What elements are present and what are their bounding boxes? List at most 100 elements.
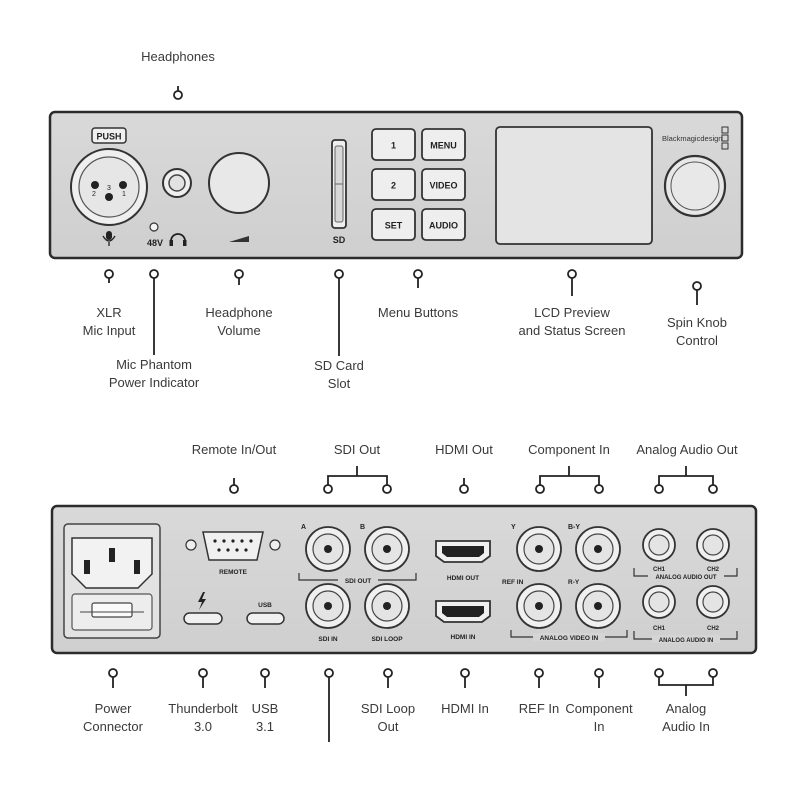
analog-audio-in-label: ANALOG AUDIO IN: [659, 638, 713, 644]
rear-callout-markers: [108, 466, 718, 742]
front-callout-markers: [104, 86, 702, 356]
callout-hdmi-in: HDMI In: [441, 701, 489, 716]
button-2[interactable]: 2: [371, 168, 416, 201]
callout-component-in-bottom: Component In: [554, 700, 644, 736]
audio-in-ch1-label: CH1: [653, 626, 666, 632]
callout-remote: Remote In/Out: [191, 442, 277, 457]
component-by-connector[interactable]: [575, 526, 621, 572]
sdi-loop-connector[interactable]: [364, 583, 410, 629]
button-2-label: 2: [391, 181, 396, 191]
callout-component-line2: In: [593, 719, 605, 734]
callout-audio-in-line2: Audio In: [662, 719, 710, 734]
xlr-pin-1: 1: [122, 191, 126, 198]
remote-label: REMOTE: [219, 569, 247, 576]
button-video[interactable]: VIDEO: [421, 168, 466, 201]
ref-in-label: REF IN: [502, 579, 524, 586]
callout-spin-knob: Spin Knob Control: [652, 314, 742, 350]
thunderbolt-icon: [198, 592, 206, 610]
button-video-label: VIDEO: [429, 181, 457, 191]
button-menu-label: MENU: [430, 141, 457, 151]
microphone-icon: [102, 231, 116, 246]
callout-phantom-line1: Mic Phantom: [116, 357, 192, 372]
callout-mic-phantom: Mic Phantom Power Indicator: [94, 356, 214, 392]
sdi-in-label: SDI IN: [318, 636, 337, 643]
callout-thunderbolt: Thunderbolt 3.0: [158, 700, 248, 736]
callout-headphone-volume: Headphone Volume: [189, 304, 289, 340]
component-y-connector[interactable]: [516, 526, 562, 572]
callout-hdmi-out: HDMI Out: [435, 442, 493, 457]
callout-volume-line1: Headphone: [205, 305, 273, 320]
hdmi-in-port[interactable]: [435, 600, 491, 623]
hdmi-out-label: HDMI OUT: [447, 575, 479, 582]
callout-sdi-loop-line1: SDI Loop: [360, 701, 416, 716]
callout-menu-buttons: Menu Buttons: [377, 305, 459, 320]
sdi-out-a-connector[interactable]: [305, 526, 351, 572]
analog-audio-out-label: ANALOG AUDIO OUT: [655, 575, 716, 581]
usb-label: USB: [258, 602, 272, 609]
analog-audio-in-ch1[interactable]: [642, 585, 676, 619]
button-set-label: SET: [385, 221, 403, 231]
sdi-out-b-connector[interactable]: [364, 526, 410, 572]
callout-sd-card-slot: SD Card Slot: [299, 357, 379, 393]
callout-thunderbolt-line2: 3.0: [193, 719, 213, 734]
button-set[interactable]: SET: [371, 208, 416, 241]
thunderbolt-port[interactable]: [183, 612, 223, 625]
component-by-label: B-Y: [568, 524, 580, 531]
callout-usb-line1: USB: [251, 701, 279, 716]
button-1[interactable]: 1: [371, 128, 416, 161]
button-1-label: 1: [391, 141, 396, 151]
callout-component-line1: Component: [565, 701, 633, 716]
callout-sd-line2: Slot: [327, 376, 351, 391]
callout-power-line2: Connector: [83, 719, 143, 734]
audio-in-ch2-label: CH2: [707, 626, 720, 632]
hdmi-out-port[interactable]: [435, 540, 491, 563]
headphones-icon: [169, 233, 187, 246]
callout-power-connector: Power Connector: [68, 700, 158, 736]
lcd-screen: [495, 126, 653, 245]
button-audio[interactable]: AUDIO: [421, 208, 466, 241]
component-ry-connector[interactable]: [575, 583, 621, 629]
callout-volume-line2: Volume: [217, 323, 261, 338]
callout-lcd-line2: and Status Screen: [518, 323, 626, 338]
usb-port[interactable]: [246, 612, 285, 625]
analog-audio-out-ch2[interactable]: [696, 528, 730, 562]
front-panel: PUSH 2 3 1 48V: [48, 110, 744, 260]
callout-thunderbolt-line1: Thunderbolt: [168, 701, 238, 716]
phantom-48v-label: 48V: [147, 238, 163, 248]
power-connector[interactable]: [63, 523, 161, 639]
xlr-push-label: PUSH: [96, 132, 121, 142]
volume-ramp-icon: [229, 236, 249, 242]
callout-headphones: Headphones: [141, 49, 215, 64]
analog-video-in-label: ANALOG VIDEO IN: [540, 635, 599, 642]
headphone-volume-knob[interactable]: [208, 152, 270, 242]
callout-sdi-loop-line2: Out: [377, 719, 399, 734]
component-ry-label: R-Y: [568, 579, 580, 586]
analog-audio-out-ch1[interactable]: [642, 528, 676, 562]
xlr-pin-3: 3: [107, 185, 111, 192]
component-y-label: Y: [511, 524, 516, 531]
sdi-in-connector[interactable]: [305, 583, 351, 629]
callout-sd-line1: SD Card: [314, 358, 364, 373]
callout-usb: USB 3.1: [240, 700, 290, 736]
sdi-a-label: A: [301, 524, 306, 531]
sdi-out-label: SDI OUT: [345, 578, 371, 585]
audio-out-ch1-label: CH1: [653, 567, 666, 573]
hdmi-in-label: HDMI IN: [451, 634, 476, 641]
spin-knob[interactable]: [663, 154, 727, 218]
analog-audio-in-ch2[interactable]: [696, 585, 730, 619]
callout-audio-in-line1: Analog: [665, 701, 707, 716]
callout-usb-line2: 3.1: [255, 719, 275, 734]
callout-knob-line2: Control: [676, 333, 718, 348]
button-audio-label: AUDIO: [429, 221, 458, 231]
callout-analog-audio-in: Analog Audio In: [641, 700, 731, 736]
sd-card-slot[interactable]: [331, 139, 347, 229]
sd-label: SD: [333, 235, 346, 245]
ref-in-connector[interactable]: [516, 583, 562, 629]
phantom-power-led: [149, 222, 159, 232]
xlr-mic-input[interactable]: PUSH 2 3 1: [70, 127, 148, 226]
callout-xlr-line1: XLR: [96, 305, 122, 320]
remote-port[interactable]: [185, 531, 281, 561]
button-menu[interactable]: MENU: [421, 128, 466, 161]
headphone-jack[interactable]: [162, 168, 192, 198]
callout-power-line1: Power: [94, 701, 132, 716]
